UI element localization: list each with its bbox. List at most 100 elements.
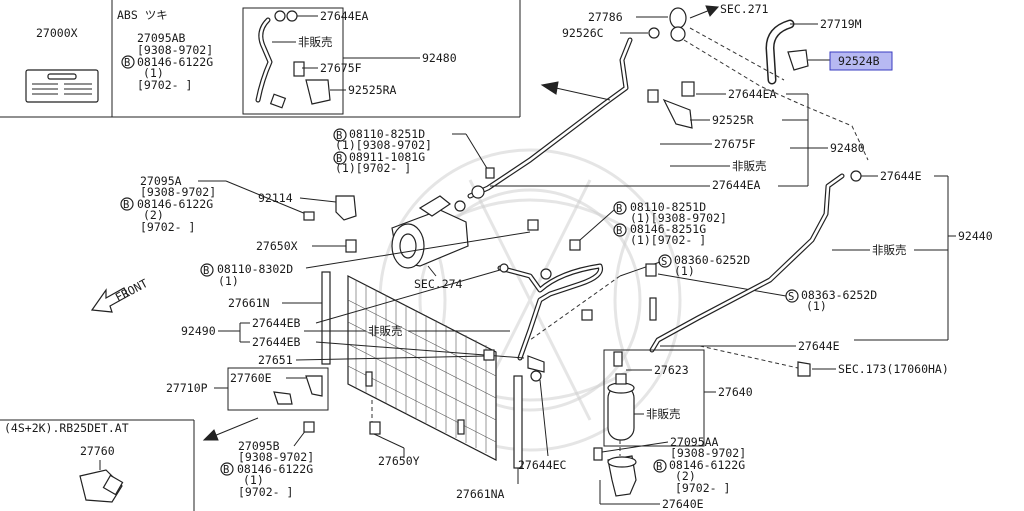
- bolt-b-icon: B: [120, 197, 134, 211]
- label-08110-8251d: 08110-8251D: [349, 127, 425, 141]
- quantity-date: (1)[9308-9702]: [630, 211, 727, 225]
- svg-text:B: B: [616, 225, 622, 237]
- bracket-27640e: [607, 455, 637, 497]
- date-range: [9308-9702]: [670, 446, 746, 460]
- valve-cap: [669, 7, 687, 42]
- not-sold-note: 非販売: [732, 159, 767, 173]
- quantity: (1): [143, 66, 164, 80]
- hose-27719m: [765, 19, 795, 85]
- label-27661n: 27661N: [228, 296, 270, 310]
- svg-text:B: B: [124, 57, 130, 69]
- receiver-drier: [607, 297, 657, 441]
- not-sold-note: 非販売: [298, 35, 333, 49]
- not-sold-note: 非販売: [646, 407, 681, 421]
- svg-text:B: B: [223, 464, 229, 476]
- label-27675f: 27675F: [714, 137, 756, 151]
- label-27786: 27786: [588, 10, 623, 24]
- label-92525r: 92525R: [712, 113, 754, 127]
- label-27675f: 27675F: [320, 61, 362, 75]
- sensor: [273, 391, 293, 405]
- label-27760: 27760: [80, 444, 115, 458]
- label-27650x: 27650X: [256, 239, 298, 253]
- label-27640: 27640: [718, 385, 753, 399]
- screw: [645, 263, 657, 277]
- quantity: (2): [675, 469, 696, 483]
- date-range: [9702- ]: [675, 481, 730, 495]
- date-range: [9308-9702]: [137, 43, 213, 57]
- bracket: [527, 355, 545, 373]
- inset-frame: [0, 0, 521, 118]
- label-27760e: 27760E: [230, 371, 272, 385]
- label-27661na: 27661NA: [456, 487, 505, 501]
- quantity: (1): [218, 274, 239, 288]
- label-08110-8302d: 08110-8302D: [217, 262, 293, 276]
- label-27644ec: 27644EC: [518, 458, 567, 472]
- quantity: (1): [806, 299, 827, 313]
- label-27644eb: 27644EB: [252, 316, 301, 330]
- label-08911-1081g: 08911-1081G: [349, 150, 425, 164]
- label-92490: 92490: [181, 324, 216, 338]
- quantity-date: (1)[9702- ]: [335, 161, 411, 175]
- screw-s-icon: S: [658, 254, 672, 268]
- label-92480: 92480: [830, 141, 865, 155]
- svg-text:B: B: [336, 130, 342, 142]
- label-08146-8251g: 08146-8251G: [630, 222, 706, 236]
- hose-27644eb: [497, 263, 604, 361]
- svg-text:B: B: [203, 265, 209, 277]
- sec-271-arrow-icon: [689, 5, 720, 19]
- bolt-b-icon: B: [200, 263, 214, 277]
- bolt: [485, 167, 495, 179]
- inset-pipe: [255, 10, 331, 109]
- quantity: (2): [143, 208, 164, 222]
- quantity: (1): [243, 473, 264, 487]
- bracket-27760e: [305, 375, 323, 397]
- sec-274-reference: SEC.274: [414, 277, 463, 291]
- date-range: [9308-9702]: [238, 450, 314, 464]
- bracket: [483, 349, 495, 361]
- label-92440: 92440: [958, 229, 993, 243]
- label-27710p: 27710P: [166, 381, 208, 395]
- svg-text:B: B: [656, 461, 662, 473]
- date-range: [9308-9702]: [140, 185, 216, 199]
- not-sold-note: 非販売: [872, 243, 907, 257]
- label-92524b[interactable]: 92524B: [838, 54, 880, 68]
- svg-text:B: B: [616, 203, 622, 215]
- bolt-b-icon: B: [220, 462, 234, 476]
- highlighted-part-box[interactable]: [829, 51, 893, 71]
- front-label: FRONT: [113, 276, 150, 305]
- abs-title: ABS ツキ: [117, 8, 168, 22]
- quantity-date: (1)[9308-9702]: [335, 138, 432, 152]
- label-27000x: 27000X: [36, 26, 78, 40]
- bracket-92114: [335, 195, 357, 221]
- label-08146-6122g: 08146-6122G: [137, 55, 213, 69]
- inset-detail-box: [242, 7, 344, 115]
- seal-27661n: [321, 271, 331, 365]
- label-27644ea: 27644EA: [320, 9, 369, 23]
- direction-arrow-icon: [202, 417, 259, 441]
- bracket-92524b: [787, 49, 809, 71]
- label-08146-6122g: 08146-6122G: [137, 197, 213, 211]
- bolt-b-icon: B: [613, 223, 627, 237]
- quantity-date: (1)[9702- ]: [630, 233, 706, 247]
- bolt: [581, 309, 593, 321]
- label-27644eb: 27644EB: [252, 335, 301, 349]
- label-27623: 27623: [654, 363, 689, 377]
- pipe-92480: [454, 37, 633, 212]
- label-27644e: 27644E: [798, 339, 840, 353]
- label-92480: 92480: [422, 51, 457, 65]
- label-92114: 92114: [258, 191, 293, 205]
- label-27640e: 27640E: [662, 497, 704, 511]
- label-27644ea: 27644EA: [728, 87, 777, 101]
- screw-s-icon: S: [785, 289, 799, 303]
- dashed-guides: [683, 27, 869, 161]
- bolt-b-icon: B: [333, 151, 347, 165]
- fittings-top: [647, 81, 695, 129]
- bolt: [303, 211, 315, 221]
- sensor-27760: [79, 469, 124, 503]
- drier-group-box: [603, 349, 705, 447]
- label-92525ra: 92525RA: [348, 83, 397, 97]
- svg-text:S: S: [661, 256, 667, 268]
- sec-271-reference: SEC.271: [720, 2, 769, 16]
- date-range: [9702- ]: [238, 485, 293, 499]
